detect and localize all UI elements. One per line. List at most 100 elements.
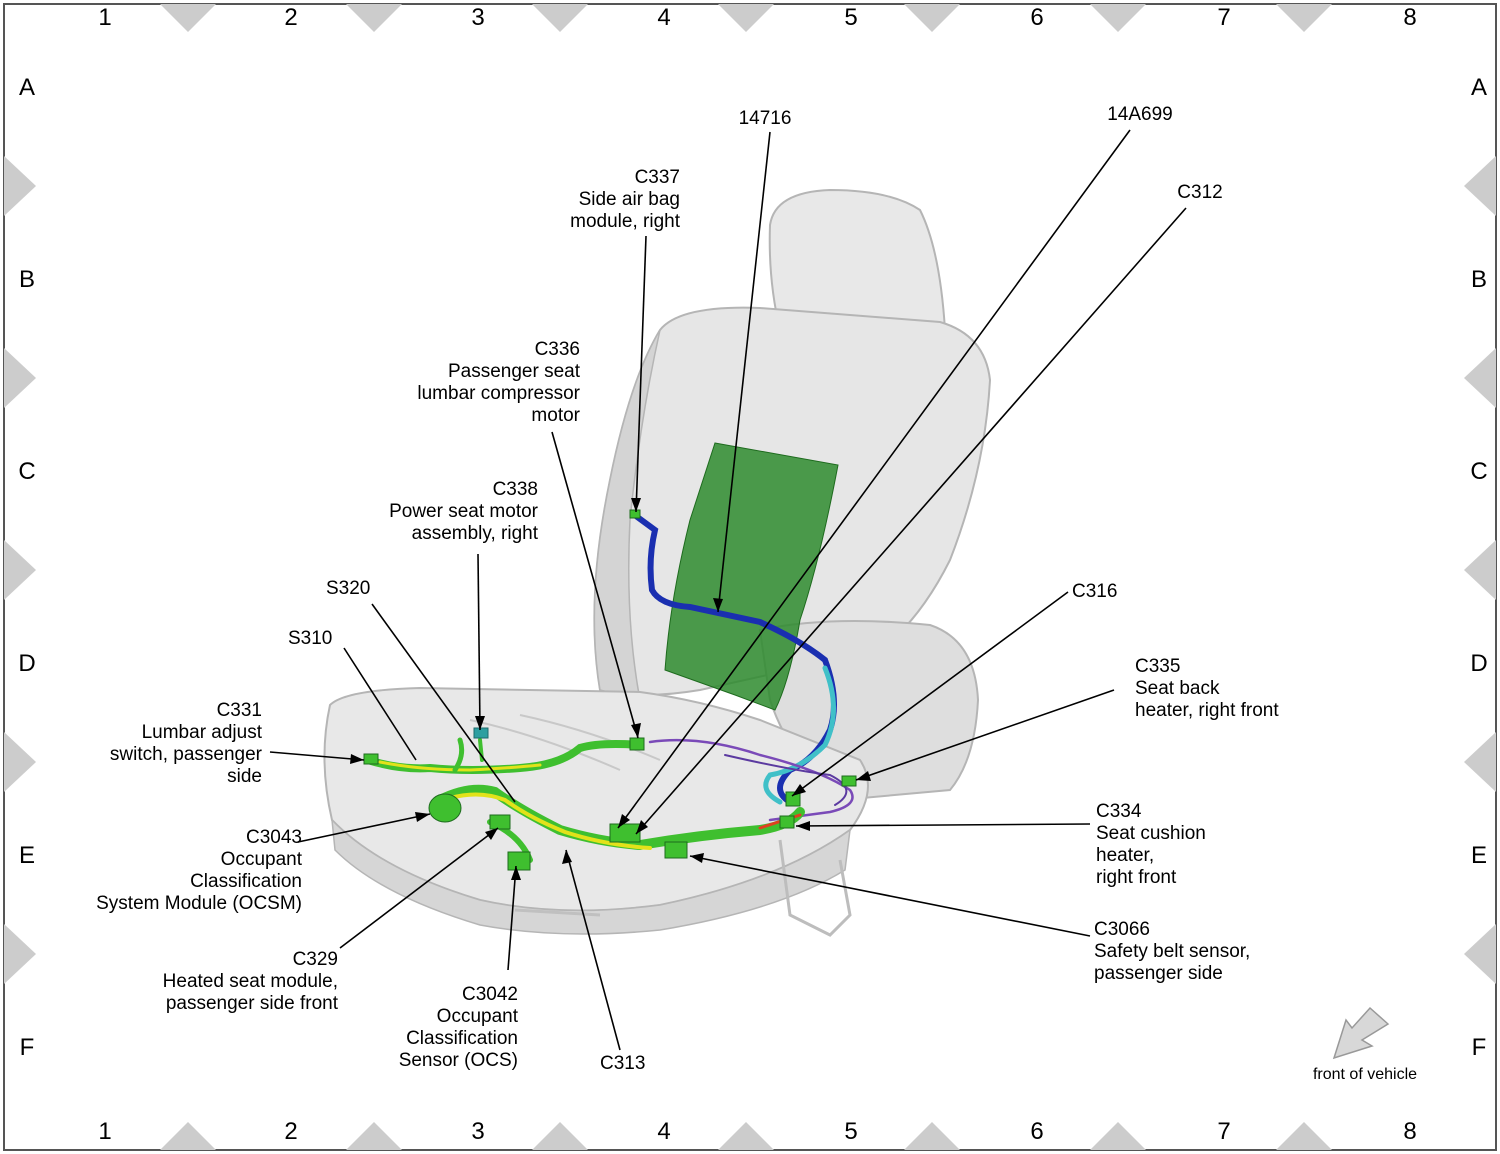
callout-line: C3042 bbox=[462, 984, 518, 1005]
leader-14a699 bbox=[617, 129, 1131, 829]
arrowhead bbox=[475, 716, 485, 730]
leader-c337 bbox=[635, 235, 647, 513]
grid-row-left-e: E bbox=[18, 842, 35, 869]
callout-line: passenger side front bbox=[165, 993, 338, 1014]
purple-wire-2 bbox=[724, 754, 848, 806]
callout-c3066: C3066 Safety belt sensor, passenger side bbox=[1094, 919, 1294, 985]
callout-line: heater, bbox=[1096, 845, 1155, 866]
seat-rail bbox=[778, 839, 852, 937]
callout-line: assembly, right bbox=[411, 523, 538, 544]
callout-s320: S320 bbox=[326, 578, 396, 600]
callout-line: C3043 bbox=[246, 827, 302, 848]
arrowheads bbox=[350, 498, 871, 880]
cyan-wire bbox=[763, 665, 836, 805]
grid-row-left-f: F bbox=[19, 1034, 35, 1061]
connector-c3042 bbox=[507, 851, 531, 871]
front-of-vehicle-label: front of vehicle bbox=[1312, 1066, 1418, 1083]
connector-c335 bbox=[841, 775, 857, 787]
callout-line: lumbar compressor bbox=[417, 383, 580, 404]
grid-col-top-8: 8 bbox=[1403, 4, 1417, 31]
grid-row-right-f: F bbox=[1471, 1034, 1487, 1061]
callout-line: C336 bbox=[534, 339, 580, 360]
grid-col-top-2: 2 bbox=[284, 4, 298, 31]
grid-col-bottom-6: 6 bbox=[1030, 1118, 1044, 1145]
callout-line: heater, right front bbox=[1135, 700, 1279, 721]
grid-col-bottom-3: 3 bbox=[471, 1118, 485, 1145]
connector-c329 bbox=[489, 814, 511, 830]
connector-c334 bbox=[779, 815, 795, 829]
callout-c312: C312 bbox=[1160, 182, 1240, 204]
grid-col-bottom-4: 4 bbox=[657, 1118, 671, 1145]
callout-line: Seat cushion bbox=[1096, 823, 1206, 844]
connector-c331 bbox=[363, 753, 379, 765]
callout-14a699: 14A699 bbox=[1090, 104, 1190, 126]
grid-col-top-4: 4 bbox=[657, 4, 671, 31]
callout-c3042: C3042 Occupant Classification Sensor (OC… bbox=[360, 984, 518, 1072]
grid-col-bottom-7: 7 bbox=[1217, 1118, 1231, 1145]
callout-line: C312 bbox=[1177, 182, 1223, 203]
callout-line: Classification bbox=[406, 1028, 518, 1049]
callout-line: System Module (OCSM) bbox=[96, 893, 302, 914]
cushion-seam bbox=[469, 719, 621, 771]
grid-row-left-d: D bbox=[18, 650, 36, 677]
callout-line: 14716 bbox=[738, 108, 792, 129]
grid-col-bottom-5: 5 bbox=[844, 1118, 858, 1145]
callout-line: C316 bbox=[1072, 581, 1118, 602]
grid-row-left-a: A bbox=[18, 74, 35, 101]
arrowhead bbox=[792, 784, 806, 796]
grid-col-bottom-1: 1 bbox=[98, 1118, 112, 1145]
callout-line: C3066 bbox=[1094, 919, 1150, 940]
callout-c316: C316 bbox=[1072, 581, 1152, 603]
leader-c313 bbox=[565, 849, 621, 1051]
callout-line: passenger side bbox=[1094, 963, 1223, 984]
leader-c3043 bbox=[297, 813, 431, 843]
lower-harness-yellow bbox=[448, 792, 652, 850]
grid-col-top-6: 6 bbox=[1030, 4, 1044, 31]
callout-14716: 14716 bbox=[725, 108, 805, 130]
grid-markers-top bbox=[160, 4, 1332, 32]
connector-c316 bbox=[785, 791, 801, 807]
leader-s320 bbox=[371, 603, 516, 803]
leader-c335 bbox=[855, 689, 1115, 781]
callout-line: Occupant bbox=[436, 1006, 518, 1027]
leader-lines bbox=[269, 129, 1187, 1051]
arrowhead bbox=[713, 598, 723, 612]
callout-line: C335 bbox=[1135, 656, 1181, 677]
callout-line: 14A699 bbox=[1107, 104, 1173, 125]
callout-line: module, right bbox=[570, 211, 680, 232]
grid-row-right-e: E bbox=[1470, 842, 1487, 869]
seat-back-heater-panel bbox=[664, 442, 839, 711]
callout-line: C334 bbox=[1096, 801, 1142, 822]
callout-line: C329 bbox=[292, 949, 338, 970]
grid-markers-right bbox=[1464, 156, 1496, 984]
callout-line: Passenger seat bbox=[447, 361, 580, 382]
seat-headrest bbox=[768, 188, 947, 342]
leader-14716 bbox=[717, 131, 771, 613]
cushion-seam bbox=[519, 714, 661, 761]
callout-line: Power seat motor bbox=[389, 501, 538, 522]
seat-illustration bbox=[323, 188, 992, 937]
arrowhead bbox=[636, 820, 648, 834]
callout-c329: C329 Heated seat module, passenger side … bbox=[110, 949, 338, 1015]
arrowhead bbox=[511, 866, 521, 880]
grid-row-right-c: C bbox=[1470, 458, 1488, 485]
leader-c331 bbox=[269, 751, 365, 761]
grid-row-right-d: D bbox=[1470, 650, 1488, 677]
callout-line: Sensor (OCS) bbox=[398, 1050, 518, 1071]
leader-c329 bbox=[339, 827, 499, 949]
seat-cushion-front bbox=[331, 817, 851, 935]
grid-row-right-a: A bbox=[1470, 74, 1487, 101]
callout-line: C337 bbox=[634, 167, 680, 188]
callout-line: right front bbox=[1096, 867, 1177, 888]
arrowhead bbox=[631, 723, 641, 738]
grid-markers-left bbox=[4, 156, 36, 984]
callout-s310: S310 bbox=[288, 628, 358, 650]
grid-row-right-b: B bbox=[1470, 266, 1487, 293]
seat-rail bbox=[514, 908, 601, 917]
grid-row-left-c: C bbox=[18, 458, 36, 485]
grid-col-top-5: 5 bbox=[844, 4, 858, 31]
connector-c312 bbox=[609, 823, 641, 843]
arrowhead bbox=[690, 853, 704, 863]
connector-c3066 bbox=[664, 841, 688, 859]
